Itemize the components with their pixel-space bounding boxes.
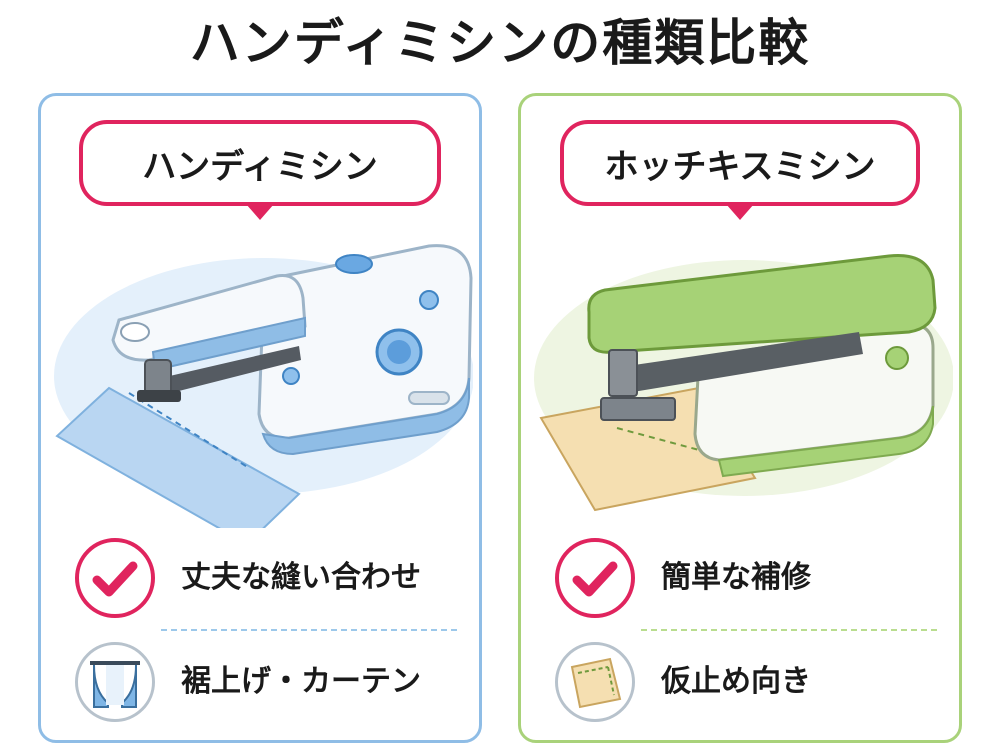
- panel-tag-label: ホッチキスミシン: [604, 146, 876, 187]
- feature-item: 丈夫な縫い合わせ: [41, 534, 479, 624]
- page-title: ハンディミシンの種類比較: [189, 14, 811, 72]
- feature-label: 簡単な補修: [661, 560, 811, 595]
- feature-item: 仮止め向き: [521, 638, 959, 728]
- tag-pointer: [726, 204, 754, 220]
- feature-item: 簡単な補修: [521, 534, 959, 624]
- feature-item: 裾上げ・カーテン: [41, 638, 479, 728]
- feature-label: 仮止め向き: [661, 664, 811, 699]
- feature-label: 丈夫な縫い合わせ: [181, 560, 421, 595]
- tag-pointer: [246, 204, 274, 220]
- curtain-icon: [75, 642, 155, 722]
- stapler-sewing-machine-panel: ホッチキスミシン 簡単な補修 仮止め向き: [518, 93, 962, 743]
- feature-label: 裾上げ・カーテン: [181, 664, 421, 699]
- check-icon: [555, 538, 635, 618]
- panel-tag-label: ハンディミシン: [142, 146, 378, 187]
- panel-tag: ハンディミシン: [79, 120, 441, 220]
- dashed-divider: [641, 629, 937, 631]
- dashed-divider: [161, 629, 457, 631]
- handy-sewing-machine-panel: ハンディミシン 丈夫な縫い合わせ: [38, 93, 482, 743]
- check-icon: [75, 538, 155, 618]
- stapler-sewing-machine-illustration: [534, 254, 953, 512]
- fabric-patch-icon: [555, 642, 635, 722]
- handy-sewing-machine-illustration: [54, 244, 473, 528]
- panel-tag: ホッチキスミシン: [560, 120, 920, 220]
